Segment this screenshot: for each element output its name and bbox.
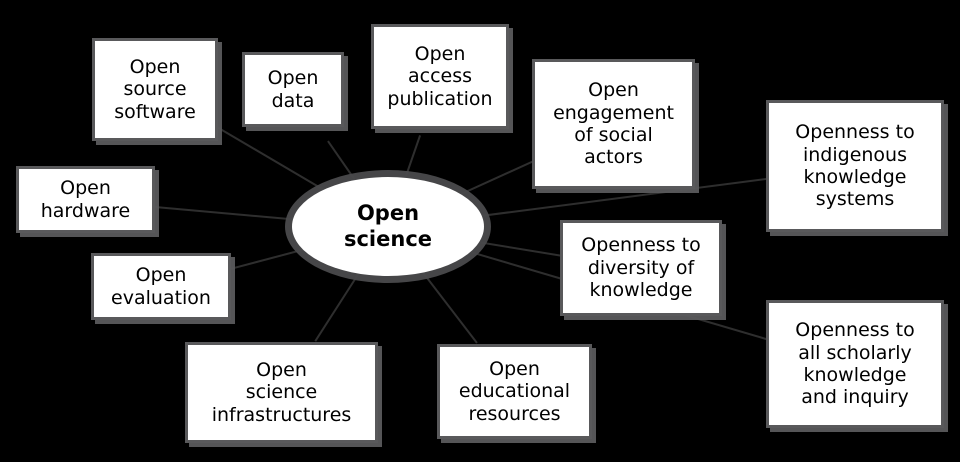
- node-open-hardware[interactable]: Open hardware: [16, 166, 155, 233]
- connector-line: [420, 269, 478, 344]
- node-open-evaluation[interactable]: Open evaluation: [91, 253, 231, 320]
- node-label: Open evaluation: [111, 264, 211, 309]
- node-open-engagement-of-social-actors[interactable]: Open engagement of social actors: [532, 59, 695, 189]
- node-label: Openness to all scholarly knowledge and …: [795, 319, 915, 409]
- node-label: Openness to indigenous knowledge systems: [795, 121, 915, 211]
- node-open-educational-resources[interactable]: Open educational resources: [437, 344, 592, 439]
- node-label: Open access publication: [387, 42, 493, 110]
- node-label: Open source software: [114, 55, 196, 123]
- connector-line: [404, 135, 421, 177]
- node-label: Open hardware: [40, 177, 131, 222]
- node-open-data[interactable]: Open data: [242, 52, 344, 127]
- node-openness-to-all-scholarly-knowledge-and-inquiry[interactable]: Openness to all scholarly knowledge and …: [766, 300, 944, 428]
- node-label: Openness to diversity of knowledge: [581, 234, 701, 302]
- node-label: Open data: [267, 67, 319, 112]
- node-label: Open educational resources: [458, 357, 571, 425]
- node-openness-to-indigenous-knowledge-systems[interactable]: Openness to indigenous knowledge systems: [766, 100, 944, 232]
- node-open-source-software[interactable]: Open source software: [92, 38, 218, 141]
- node-openness-to-diversity-of-knowledge[interactable]: Openness to diversity of knowledge: [560, 220, 722, 316]
- connector-line: [314, 272, 360, 342]
- node-label: Open science infrastructures: [211, 358, 352, 426]
- hub-label: Open science: [343, 201, 433, 251]
- node-open-science-infrastructures[interactable]: Open science infrastructures: [185, 342, 378, 443]
- node-open-access-publication[interactable]: Open access publication: [371, 24, 509, 129]
- connector-line: [327, 140, 359, 184]
- hub-node-open-science[interactable]: Open science: [292, 177, 484, 276]
- connector-line: [207, 121, 342, 201]
- node-label: Open engagement of social actors: [553, 79, 674, 169]
